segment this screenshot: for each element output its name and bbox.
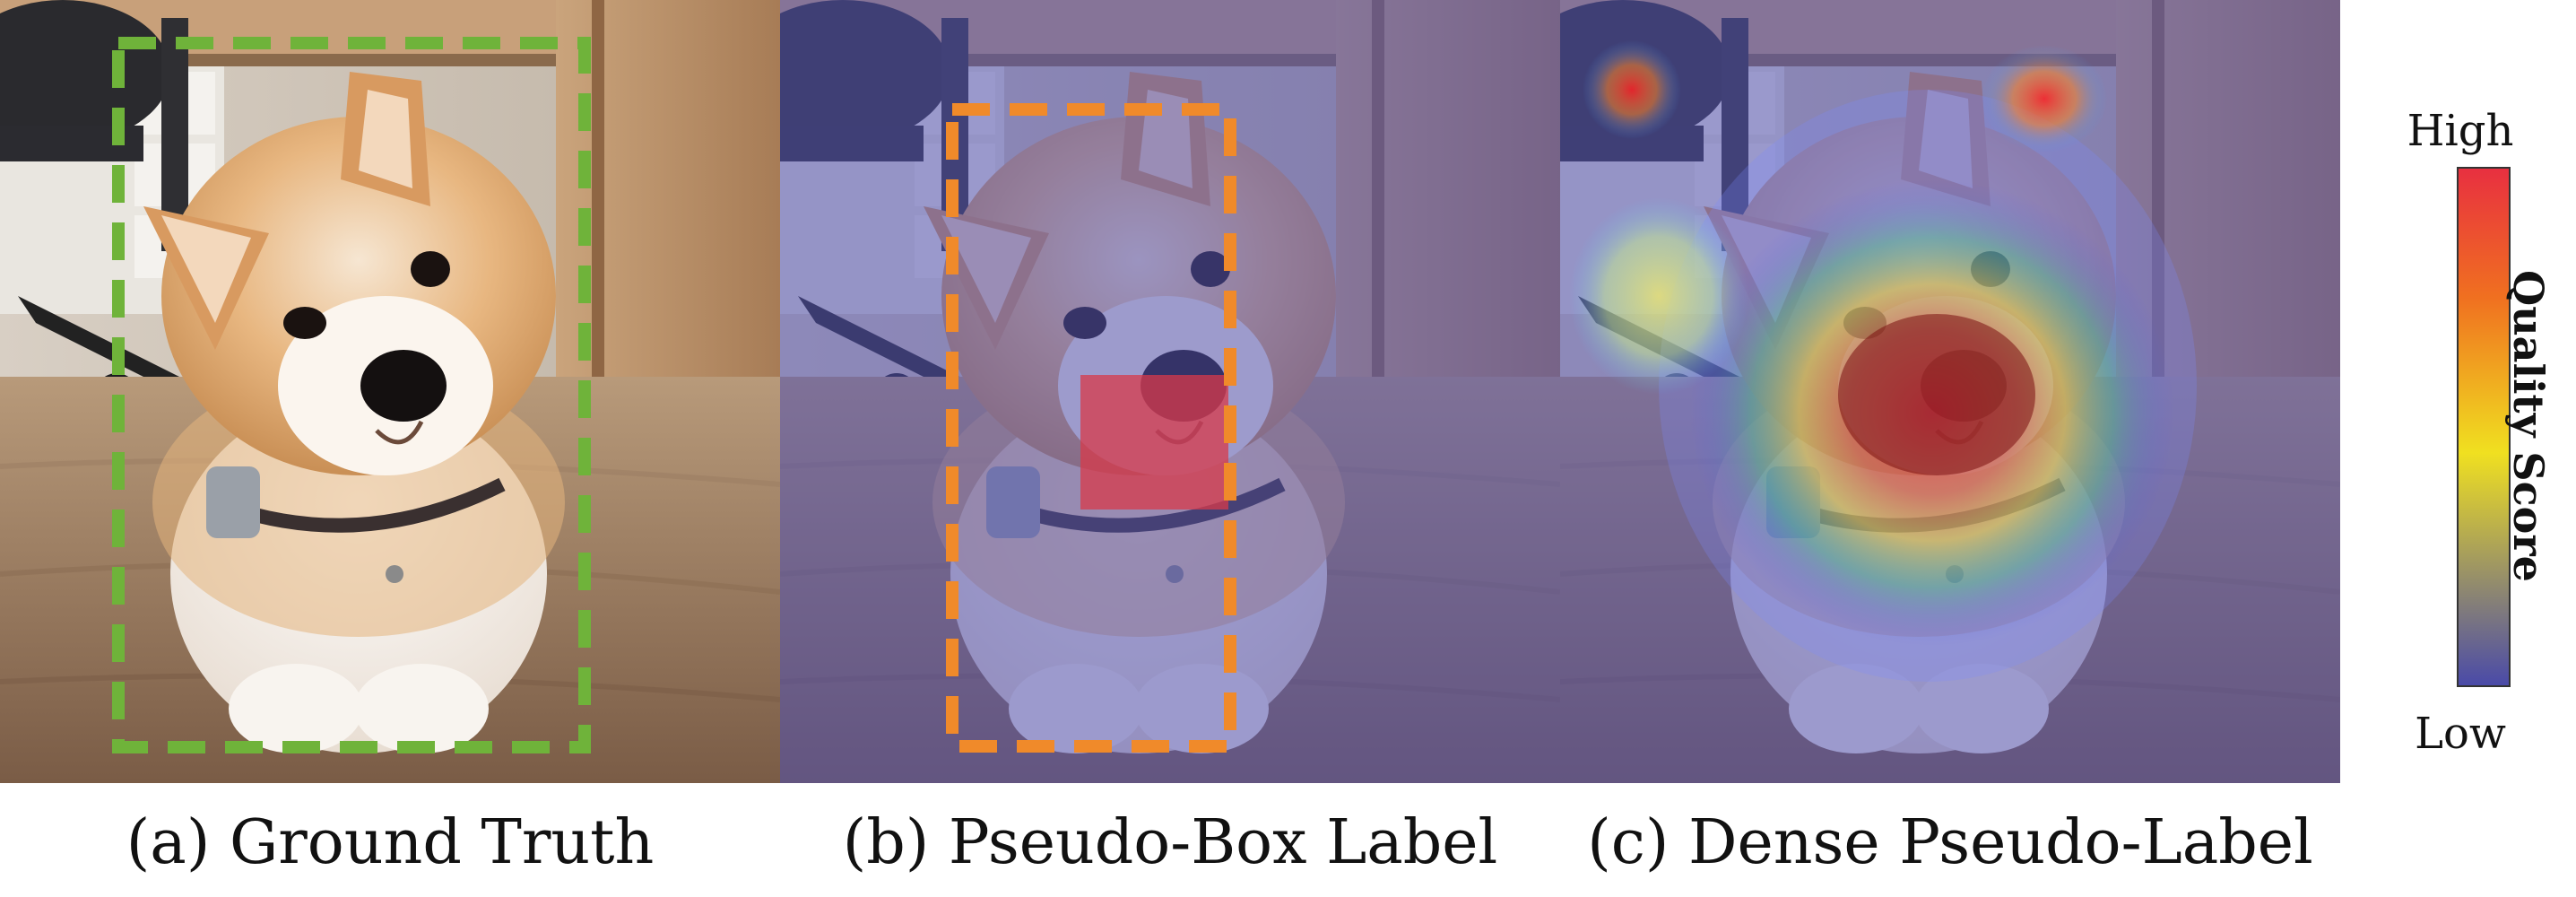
heatmap-spot-ear	[1569, 197, 1748, 395]
ground-truth-box	[112, 37, 591, 753]
ground-truth-image	[0, 0, 780, 783]
caption-dense-pseudo-label: (c) Dense Pseudo-Label	[1587, 807, 2313, 878]
heatmap-spot-top-left	[1583, 40, 1681, 139]
panel-pseudo-box	[780, 0, 1560, 783]
colorbar-high-label: High	[2407, 106, 2514, 156]
caption-pseudo-box-label: (b) Pseudo-Box Label	[842, 807, 1498, 878]
pseudo-box-fill	[1080, 375, 1228, 509]
quality-colorbar: High Low Quality Score	[2376, 0, 2576, 783]
pseudo-box	[946, 103, 1236, 753]
panel-dense-pseudo-label	[1560, 0, 2340, 783]
caption-ground-truth: (a) Ground Truth	[126, 807, 655, 878]
colorbar-low-label: Low	[2415, 709, 2506, 759]
dense-pseudo-label-image	[1560, 0, 2340, 783]
panel-ground-truth	[0, 0, 780, 783]
heatmap-center	[1838, 314, 2035, 475]
colorbar-title-text: Quality Score	[2504, 270, 2553, 582]
heatmap-spot-top-right	[1982, 45, 2107, 152]
pseudo-box-image	[780, 0, 1560, 783]
colorbar-gradient	[2457, 167, 2511, 687]
